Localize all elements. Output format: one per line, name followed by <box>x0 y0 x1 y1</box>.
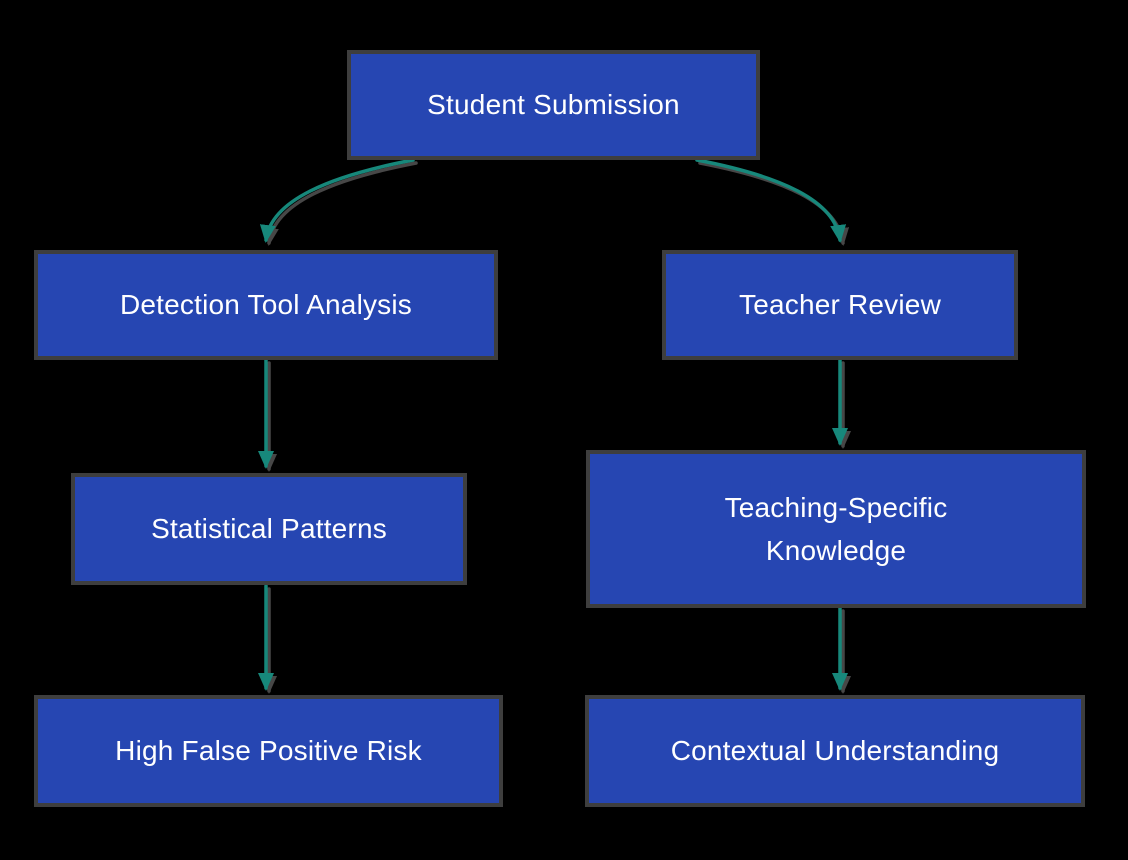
node-label: Student Submission <box>427 89 680 121</box>
node-label: Statistical Patterns <box>151 513 387 545</box>
node-high-false-positive-risk: High False Positive Risk <box>34 695 503 807</box>
node-label: Contextual Understanding <box>670 735 1000 767</box>
node-label: High False Positive Risk <box>115 735 422 767</box>
node-contextual-understanding: Contextual Understanding <box>585 695 1085 807</box>
node-teaching-specific-knowledge: Teaching-Specific Knowledge <box>586 450 1086 608</box>
edge-student-to-teacher <box>695 158 847 243</box>
node-teacher-review: Teacher Review <box>662 250 1018 360</box>
edge-student-to-detection <box>259 158 415 243</box>
node-detection-tool-analysis: Detection Tool Analysis <box>34 250 498 360</box>
node-statistical-patterns: Statistical Patterns <box>71 473 467 585</box>
node-label: Teaching-Specific Knowledge <box>724 491 948 566</box>
node-label: Detection Tool Analysis <box>119 289 413 321</box>
node-student-submission: Student Submission <box>347 50 760 160</box>
node-label: Teacher Review <box>739 289 941 321</box>
